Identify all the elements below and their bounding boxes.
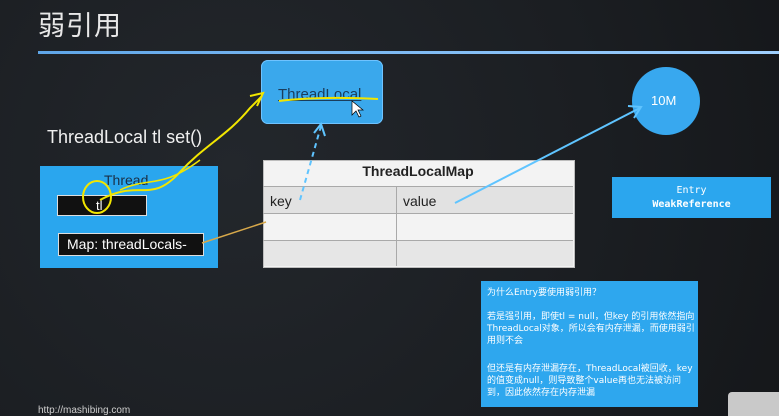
column-key-label: key (270, 193, 292, 209)
arrowhead-icon (249, 91, 265, 107)
tl-variable-label: tl (96, 198, 103, 213)
strong-reference-arrow (454, 107, 641, 204)
table-divider (263, 213, 573, 214)
table-row (264, 240, 573, 266)
weakreference-label: WeakReference (652, 199, 731, 210)
tl-variable-box (57, 195, 147, 216)
highlight-circle (82, 180, 112, 214)
threadlocals-map-box (58, 233, 204, 256)
threadlocal-object-box (261, 60, 383, 124)
value-object-label: 10M (651, 93, 677, 108)
arrowhead-icon (627, 105, 643, 119)
table-divider (263, 240, 573, 241)
map-reference-arrow (201, 221, 267, 244)
threadlocals-map-label: Map: threadLocals- (67, 236, 187, 252)
code-line: ThreadLocal tl set() (47, 127, 203, 147)
note-paragraph-2: 但还是有内存泄漏存在，ThreadLocal被回收，key 的值变成null，则… (487, 364, 693, 398)
mouse-cursor-icon (351, 100, 364, 118)
weak-reference-arrow (299, 125, 322, 201)
table-row (264, 187, 573, 213)
highlight-arrow (99, 95, 263, 201)
entry-label: Entry (676, 185, 707, 196)
highlight-underline (278, 96, 379, 102)
entry-weakreference-box (612, 177, 771, 218)
value-object-circle (632, 67, 700, 135)
note-question: 为什么Entry要使用弱引用？ (487, 288, 601, 298)
column-value-label: value (403, 193, 437, 209)
footer-url: http://mashibing.com (38, 405, 131, 416)
slide-title: 弱引用 (38, 11, 122, 42)
threadlocalmap-title: ThreadLocalMap (362, 163, 474, 179)
corner-thumbnail (728, 392, 779, 416)
highlight-stroke (119, 159, 201, 191)
title-divider (38, 51, 779, 54)
arrowhead-icon (313, 121, 326, 137)
table-column-divider (396, 186, 397, 266)
note-paragraph-1: 若是强引用，即使tl = null，但key 的引用依然指向ThreadLoca… (487, 312, 695, 346)
table-divider (263, 186, 573, 187)
explanation-note (481, 281, 698, 407)
